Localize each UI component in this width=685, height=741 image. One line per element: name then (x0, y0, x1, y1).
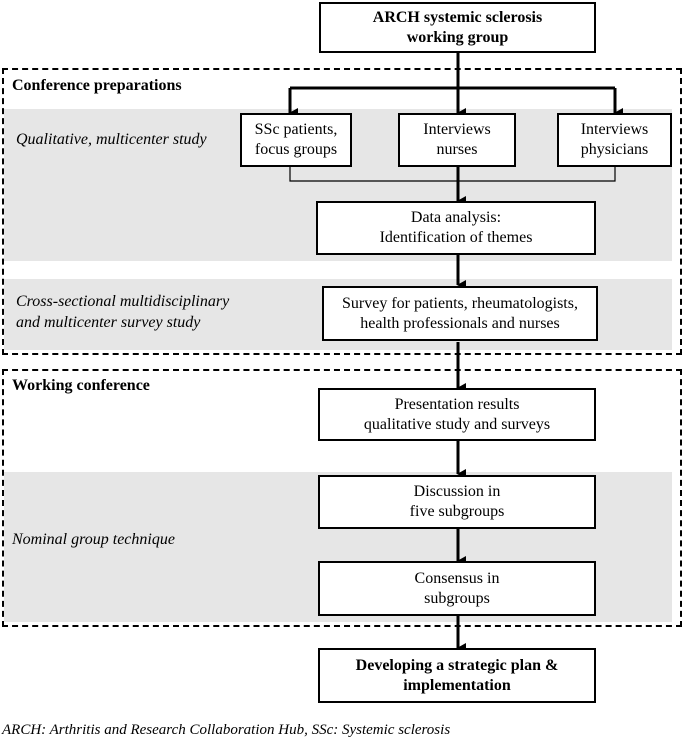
nominal-group-label: Nominal group technique (12, 531, 175, 548)
working-conference-frame (2, 369, 682, 627)
consensus-subgroups-box: Consensus in subgroups (318, 561, 596, 616)
data-analysis-box: Data analysis: Identification of themes (316, 201, 596, 255)
ssc-patients-focus-groups-box: SSc patients, focus groups (240, 113, 352, 167)
strategic-plan-box: Developing a strategic plan & implementa… (318, 648, 596, 703)
cross-sectional-study-label: Cross-sectional multidisciplinary and mu… (16, 293, 230, 331)
qualitative-study-label: Qualitative, multicenter study (16, 131, 207, 148)
presentation-results-box: Presentation results qualitative study a… (318, 388, 596, 441)
interviews-physicians-box: Interviews physicians (557, 113, 672, 167)
arch-working-group-box: ARCH systemic sclerosis working group (319, 2, 596, 53)
conference-preparations-frame (2, 68, 682, 355)
discussion-subgroups-box: Discussion in five subgroups (318, 475, 596, 529)
conference-preparations-title: Conference preparations (12, 77, 182, 94)
abbreviations-caption: ARCH: Arthritis and Research Collaborati… (2, 722, 451, 738)
survey-box: Survey for patients, rheumatologists, he… (322, 286, 598, 341)
interviews-nurses-box: Interviews nurses (398, 113, 516, 167)
working-conference-title: Working conference (12, 377, 150, 394)
